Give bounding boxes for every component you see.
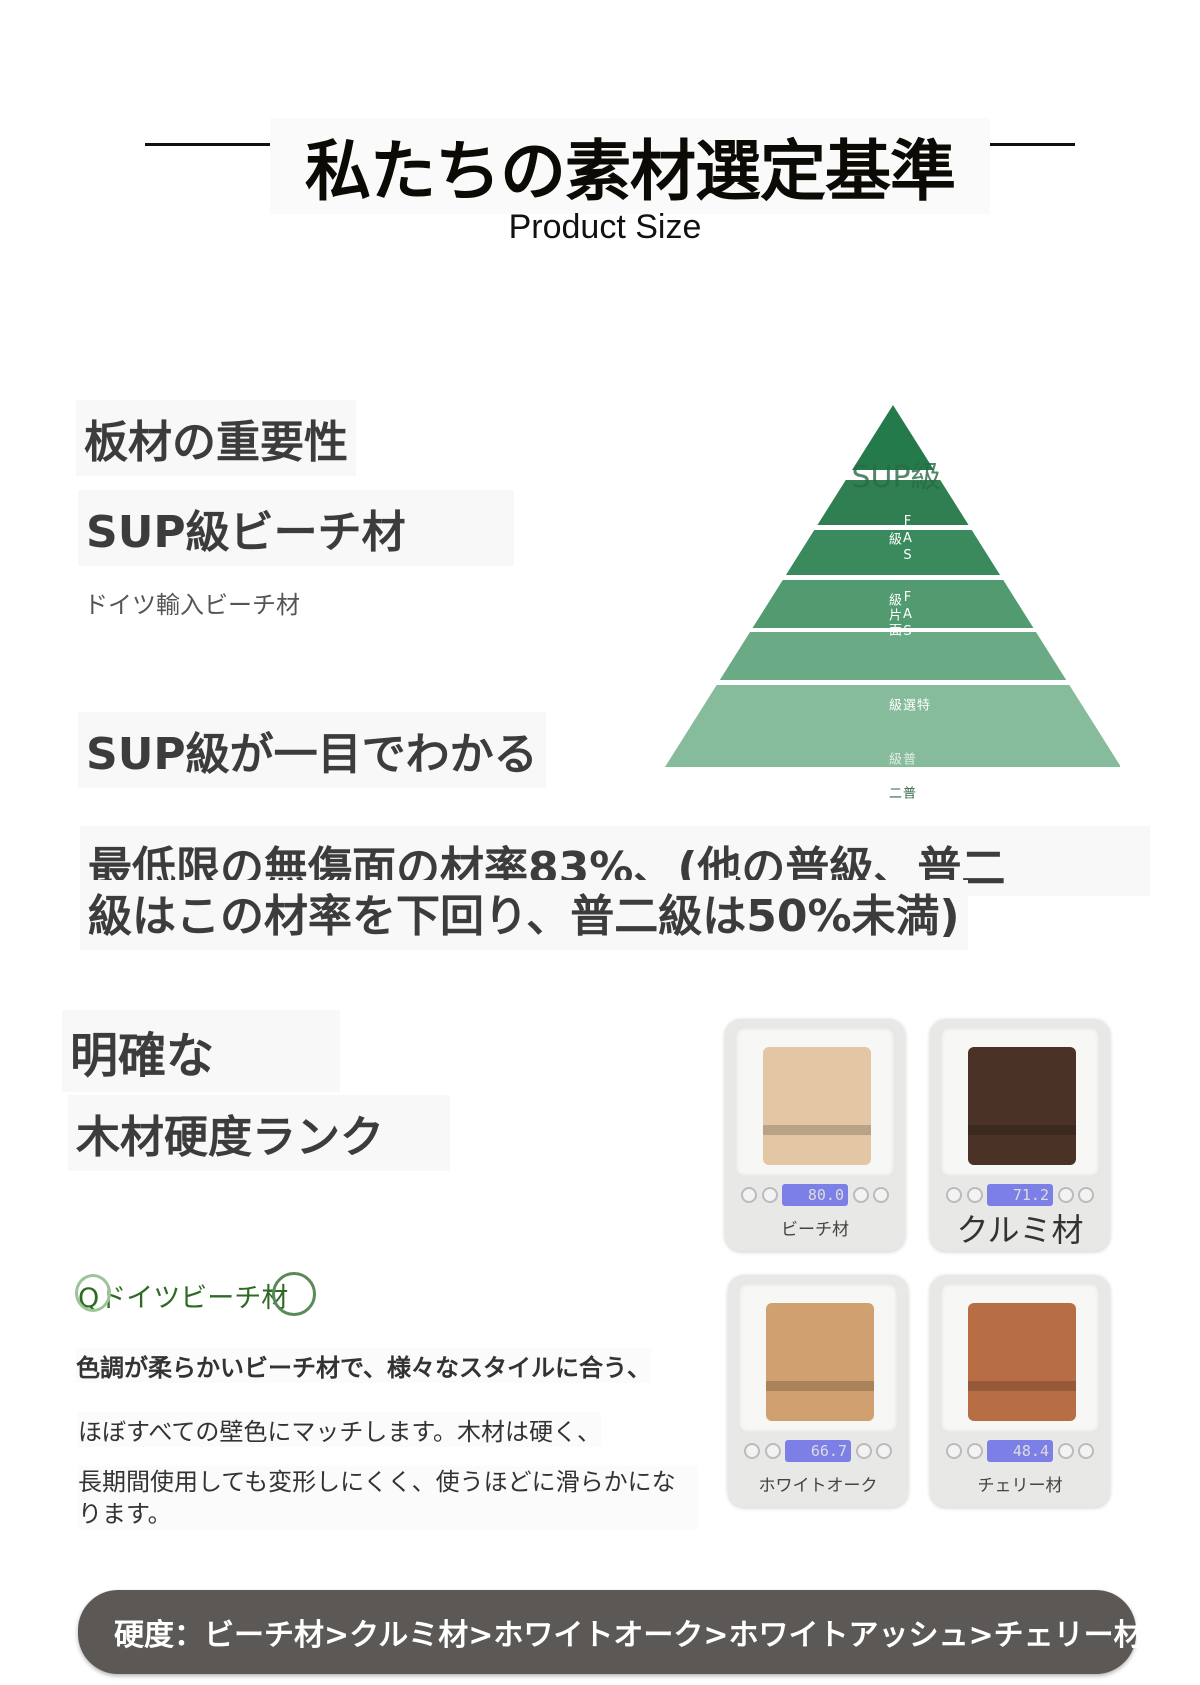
pyramid-tier	[752, 580, 1034, 628]
pyramid-label-common: 普級	[886, 752, 915, 767]
scale-button-icon	[744, 1443, 760, 1459]
scale-button-icon	[1078, 1187, 1094, 1203]
scale-panel: 48.4	[940, 1435, 1100, 1467]
wood-groove	[968, 1125, 1076, 1135]
scale-button-icon	[1057, 1443, 1074, 1459]
badge-text: Qドイツビーチ材	[78, 1283, 289, 1314]
scale-panel: 66.7	[738, 1435, 898, 1467]
hardness-heading-1: 明確な	[62, 1010, 340, 1092]
wood-sample	[766, 1303, 874, 1421]
scale-panel: 80.0	[735, 1179, 895, 1211]
wood-label: ホワイトオーク	[758, 1476, 878, 1496]
yield-description-line2: 級はこの材率を下回り、普二級は50%未満)	[80, 880, 968, 950]
hardness-ranking-bar	[78, 1590, 1136, 1674]
body-line-2: ほぼすべての壁色にマッチします。木材は硬く、	[78, 1412, 601, 1447]
scale-tray	[738, 1283, 898, 1433]
scale-button-icon	[876, 1443, 892, 1459]
badge-circle-icon	[75, 1274, 111, 1312]
wood-sample	[968, 1303, 1076, 1421]
wood-groove	[968, 1381, 1076, 1391]
importance-heading: 板材の重要性	[76, 400, 356, 476]
wood-label: チェリー材	[977, 1476, 1063, 1496]
pyramid-tier	[665, 685, 1120, 767]
scale-reading: 48.4	[987, 1440, 1053, 1462]
scale-button-icon	[761, 1187, 778, 1203]
scale-reading: 71.2	[987, 1184, 1053, 1206]
scale-button-icon	[852, 1187, 869, 1203]
title-rule-left	[145, 143, 270, 146]
page-subtitle: Product Size	[508, 208, 702, 246]
scale-button-icon	[764, 1443, 781, 1459]
beech-badge: Qドイツビーチ材	[75, 1272, 316, 1316]
scale-photo: 71.2 クルミ材	[930, 1019, 1110, 1251]
scale-button-icon	[1057, 1187, 1074, 1203]
scale-button-icon	[1078, 1443, 1094, 1459]
wood-groove	[763, 1125, 871, 1135]
pyramid-label-fas-one-face: FAS級片面	[886, 590, 915, 641]
scale-tray	[940, 1283, 1100, 1433]
wood-groove	[766, 1381, 874, 1391]
grade-title: SUP級ビーチ材	[78, 490, 514, 566]
body-line-1: 色調が柔らかいビーチ材で、様々なスタイルに合う、	[76, 1348, 652, 1383]
pyramid-tier	[785, 530, 1001, 575]
title-rule-right	[985, 143, 1075, 146]
grade-pyramid	[665, 405, 1120, 767]
scale-reading: 80.0	[782, 1184, 848, 1206]
scale-photo: 66.7 ホワイトオーク	[728, 1275, 908, 1507]
wood-sample	[763, 1047, 871, 1165]
badge-circle-icon-right	[272, 1272, 316, 1316]
hardness-ranking-text: 硬度：ビーチ材>クルミ材>ホワイトオーク>ホワイトアッシュ>チェリー材	[114, 1618, 1144, 1653]
pyramid-label-common2: 普二	[886, 786, 915, 801]
scale-button-icon	[966, 1443, 983, 1459]
scale-button-icon	[873, 1187, 889, 1203]
scale-reading: 66.7	[785, 1440, 851, 1462]
pyramid-tier	[817, 480, 969, 525]
scale-photo: 80.0 ビーチ材	[725, 1019, 905, 1251]
page-title: 私たちの素材選定基準	[270, 118, 990, 214]
scale-button-icon	[946, 1443, 962, 1459]
grade-subtitle: ドイツ輸入ビーチ材	[84, 591, 300, 619]
pyramid-tier	[852, 405, 934, 470]
scale-photo: 48.4 チェリー材	[930, 1275, 1110, 1507]
scale-tray	[735, 1027, 895, 1177]
wood-sample	[968, 1047, 1076, 1165]
tagline: SUP級が一目でわかる	[78, 712, 546, 788]
scale-panel: 71.2	[940, 1179, 1100, 1211]
wood-label: ビーチ材	[781, 1220, 849, 1240]
body-line-3: 長期間使用しても変形しにくく、使うほどに滑らかになります。	[78, 1466, 698, 1530]
scale-button-icon	[855, 1443, 872, 1459]
pyramid-label-fas: FAS級	[886, 514, 915, 565]
scale-button-icon	[741, 1187, 757, 1203]
pyramid-label-sup: SUP級	[851, 460, 941, 495]
wood-label: クルミ材	[956, 1211, 1084, 1249]
pyramid-tier	[719, 632, 1067, 680]
scale-button-icon	[966, 1187, 983, 1203]
scale-button-icon	[946, 1187, 962, 1203]
pyramid-label-select: 特選級	[886, 698, 929, 713]
hardness-heading-2: 木材硬度ランク	[68, 1095, 450, 1171]
scale-tray	[940, 1027, 1100, 1177]
